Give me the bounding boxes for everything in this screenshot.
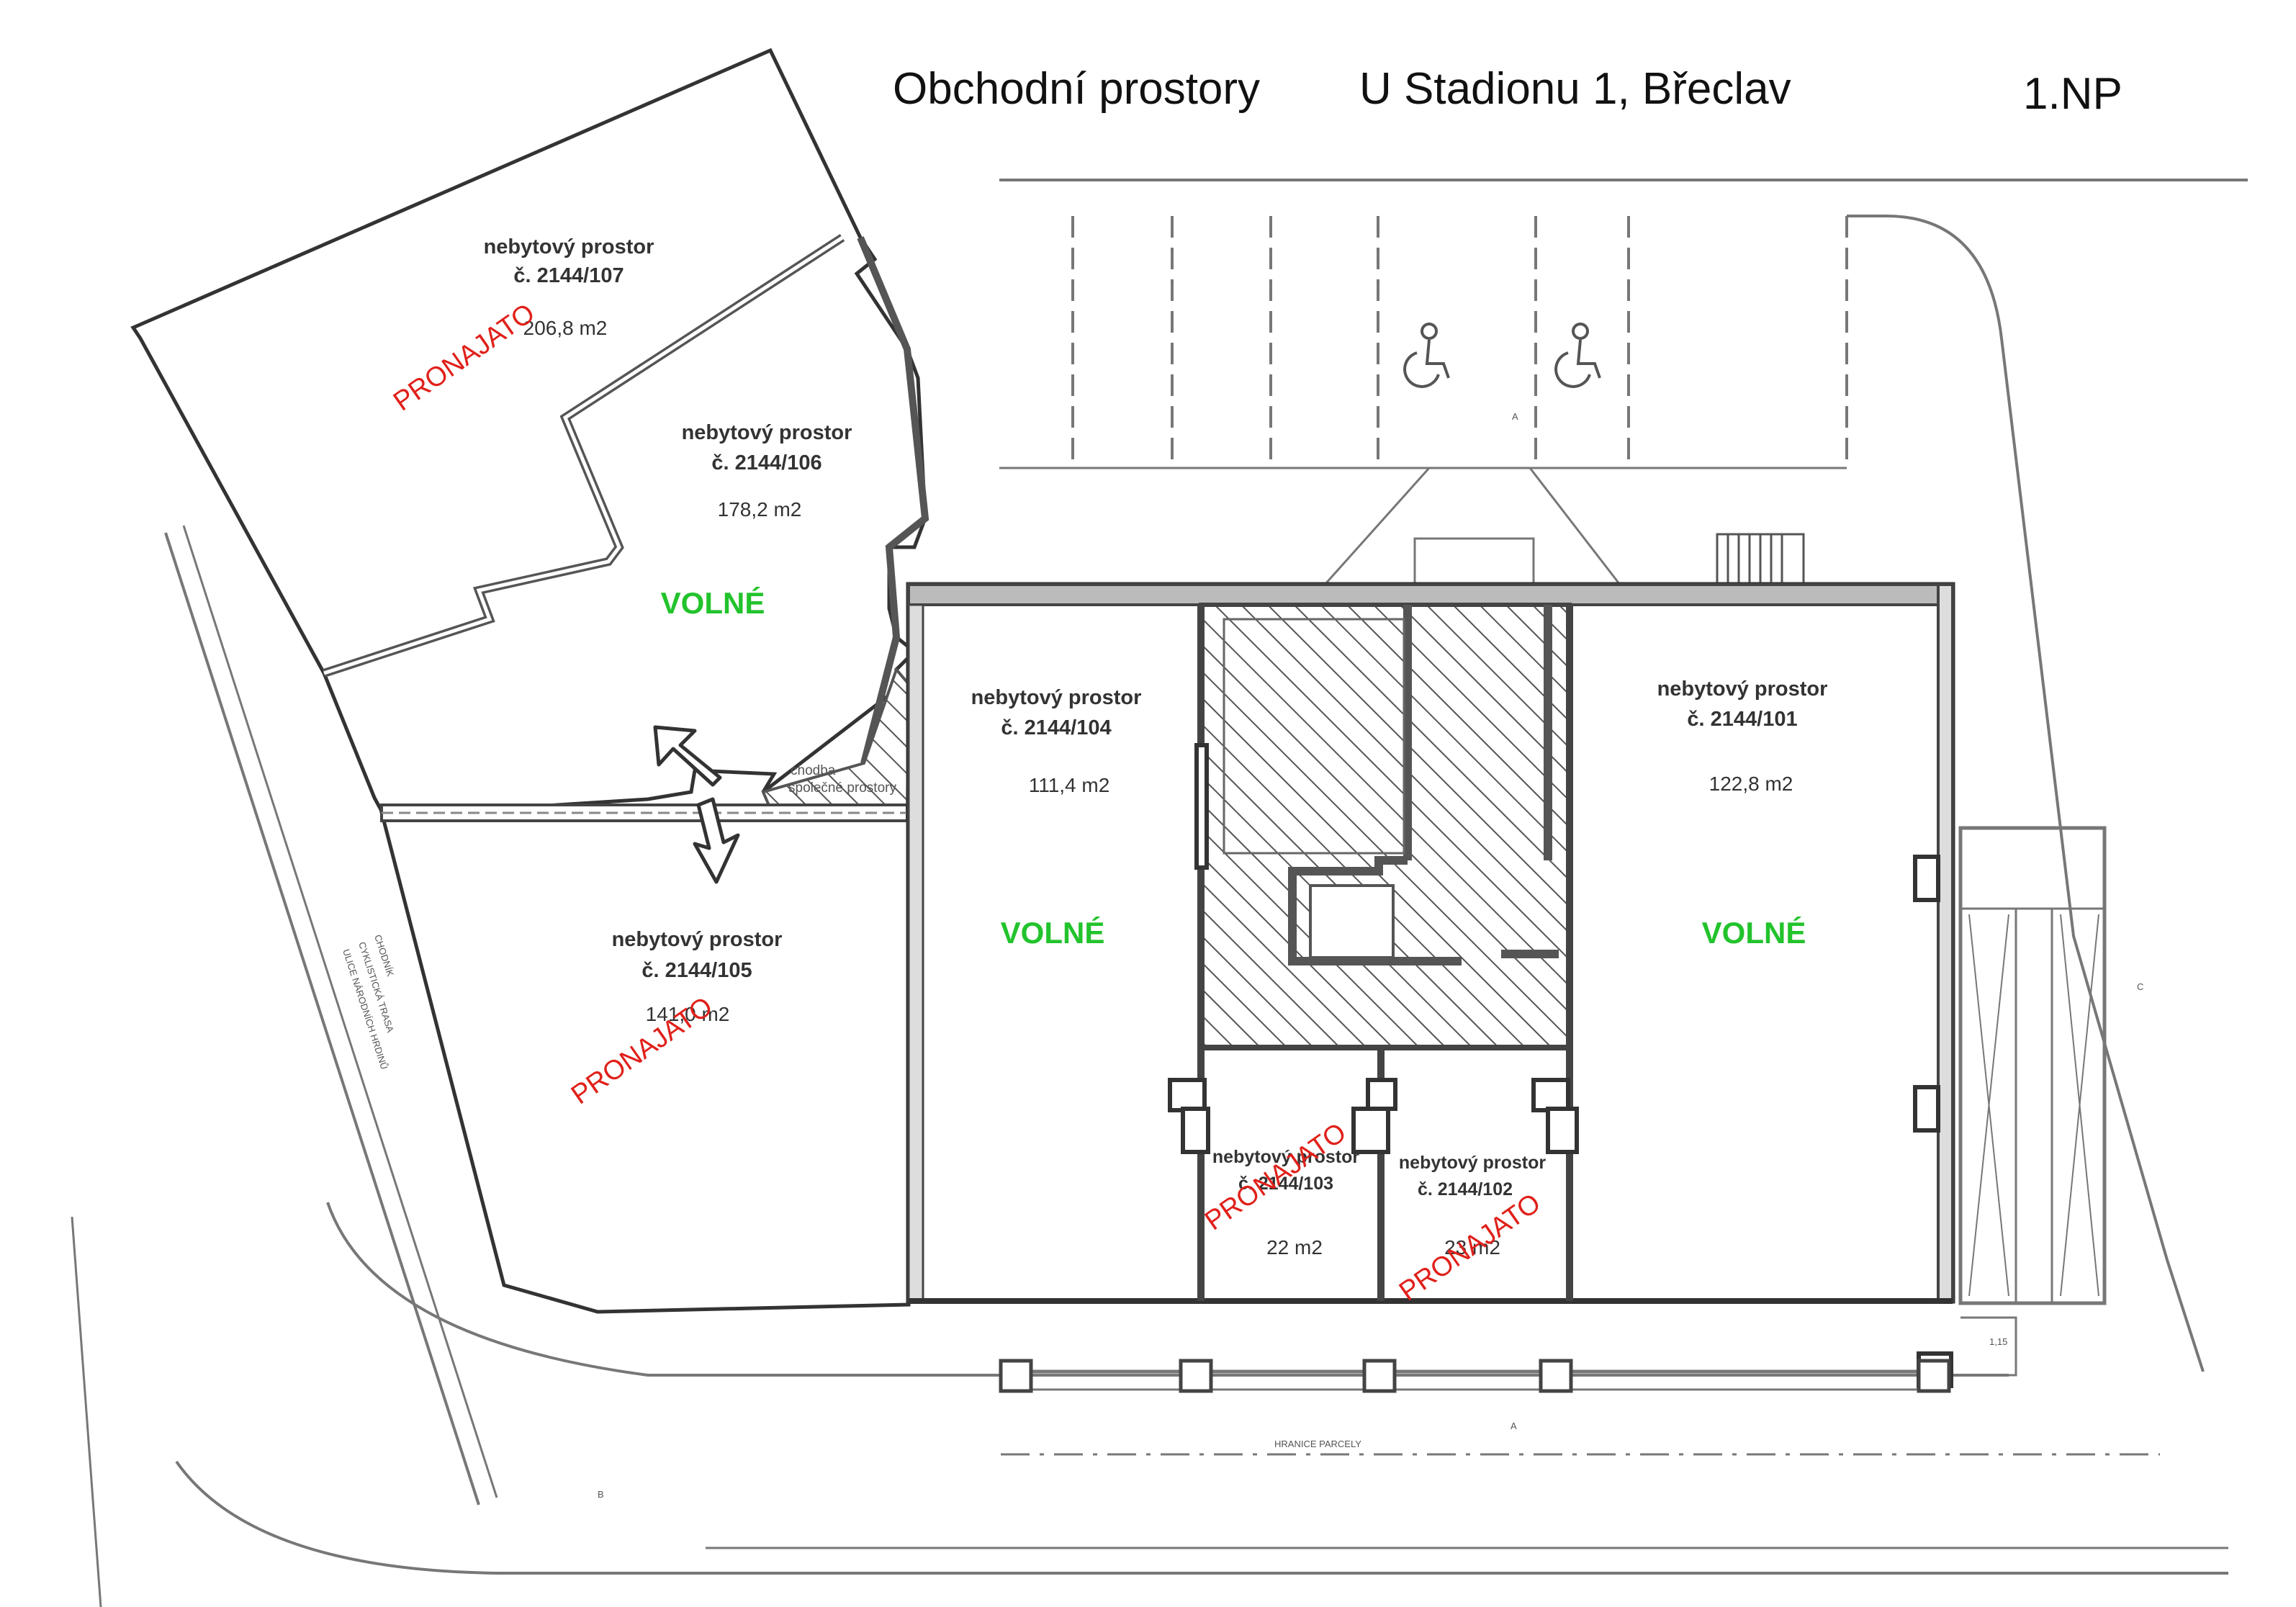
section-a-top-label: A xyxy=(1512,411,1518,422)
corridor-label: chodba xyxy=(791,763,836,778)
corridor-sub-label: společné prostory xyxy=(788,780,896,796)
unit-106-area: 178,2 m2 xyxy=(718,498,802,521)
unit-105-area: 141,0 m2 xyxy=(646,1003,730,1025)
unit-106: nebytový prostor č. 2144/106 178,2 m2 VO… xyxy=(661,421,852,620)
front-columns xyxy=(999,1359,1951,1393)
plan-title: Obchodní prostory xyxy=(893,64,1261,114)
section-b-label: B xyxy=(598,1489,604,1500)
core-hatch xyxy=(1199,603,1572,1050)
unit-104-area: 111,4 m2 xyxy=(1029,774,1110,796)
staircase-icon xyxy=(1716,533,1805,586)
unit-102-area: 23 m2 xyxy=(1444,1236,1500,1259)
exit-arrow-icon xyxy=(653,725,740,884)
wheelchair-parking-icon xyxy=(1403,323,1450,388)
unit-101-number: č. 2144/101 xyxy=(1687,708,1797,731)
unit-101: nebytový prostor č. 2144/101 122,8 m2 VO… xyxy=(1657,678,1828,950)
plan-address: U Stadionu 1, Břeclav xyxy=(1359,64,1791,114)
unit-103-area: 22 m2 xyxy=(1266,1236,1323,1259)
unit-102-name: nebytový prostor xyxy=(1399,1153,1546,1173)
unit-106-name: nebytový prostor xyxy=(682,421,852,444)
unit-101-name: nebytový prostor xyxy=(1657,678,1828,701)
unit-104-number: č. 2144/104 xyxy=(1001,716,1111,739)
unit-104: nebytový prostor č. 2144/104 111,4 m2 VO… xyxy=(971,686,1142,950)
core-walls xyxy=(1288,605,1559,965)
site-context xyxy=(71,179,2248,1607)
wheelchair-parking-icon xyxy=(1554,323,1601,388)
floor-label: 1.NP xyxy=(2023,69,2122,119)
section-c-label: C xyxy=(2137,981,2143,992)
unit-101-status: VOLNÉ xyxy=(1702,916,1806,950)
dimension-label: 1,15 xyxy=(1989,1336,2007,1347)
unit-105-number: č. 2144/105 xyxy=(641,959,752,982)
unit-107-area: 206,8 m2 xyxy=(523,317,608,339)
unit-106-right-walls xyxy=(857,236,929,765)
unit-104-name: nebytový prostor xyxy=(971,686,1142,709)
unit-107-number: č. 2144/107 xyxy=(513,264,623,287)
unit-107-name: nebytový prostor xyxy=(484,235,654,258)
unit-106-number: č. 2144/106 xyxy=(711,451,821,474)
unit-103-number: č. 2144/103 xyxy=(1238,1174,1333,1194)
unit-105-name: nebytový prostor xyxy=(612,928,783,951)
unit-103-name: nebytový prostor xyxy=(1212,1147,1359,1167)
unit-101-area: 122,8 m2 xyxy=(1709,773,1793,795)
section-a-label: A xyxy=(1511,1421,1517,1431)
unit-102-number: č. 2144/102 xyxy=(1418,1179,1513,1199)
unit-106-status: VOLNÉ xyxy=(661,586,765,620)
parcel-border-label: HRANICE PARCELY xyxy=(1274,1439,1361,1449)
unit-104-status: VOLNÉ xyxy=(1001,916,1105,950)
